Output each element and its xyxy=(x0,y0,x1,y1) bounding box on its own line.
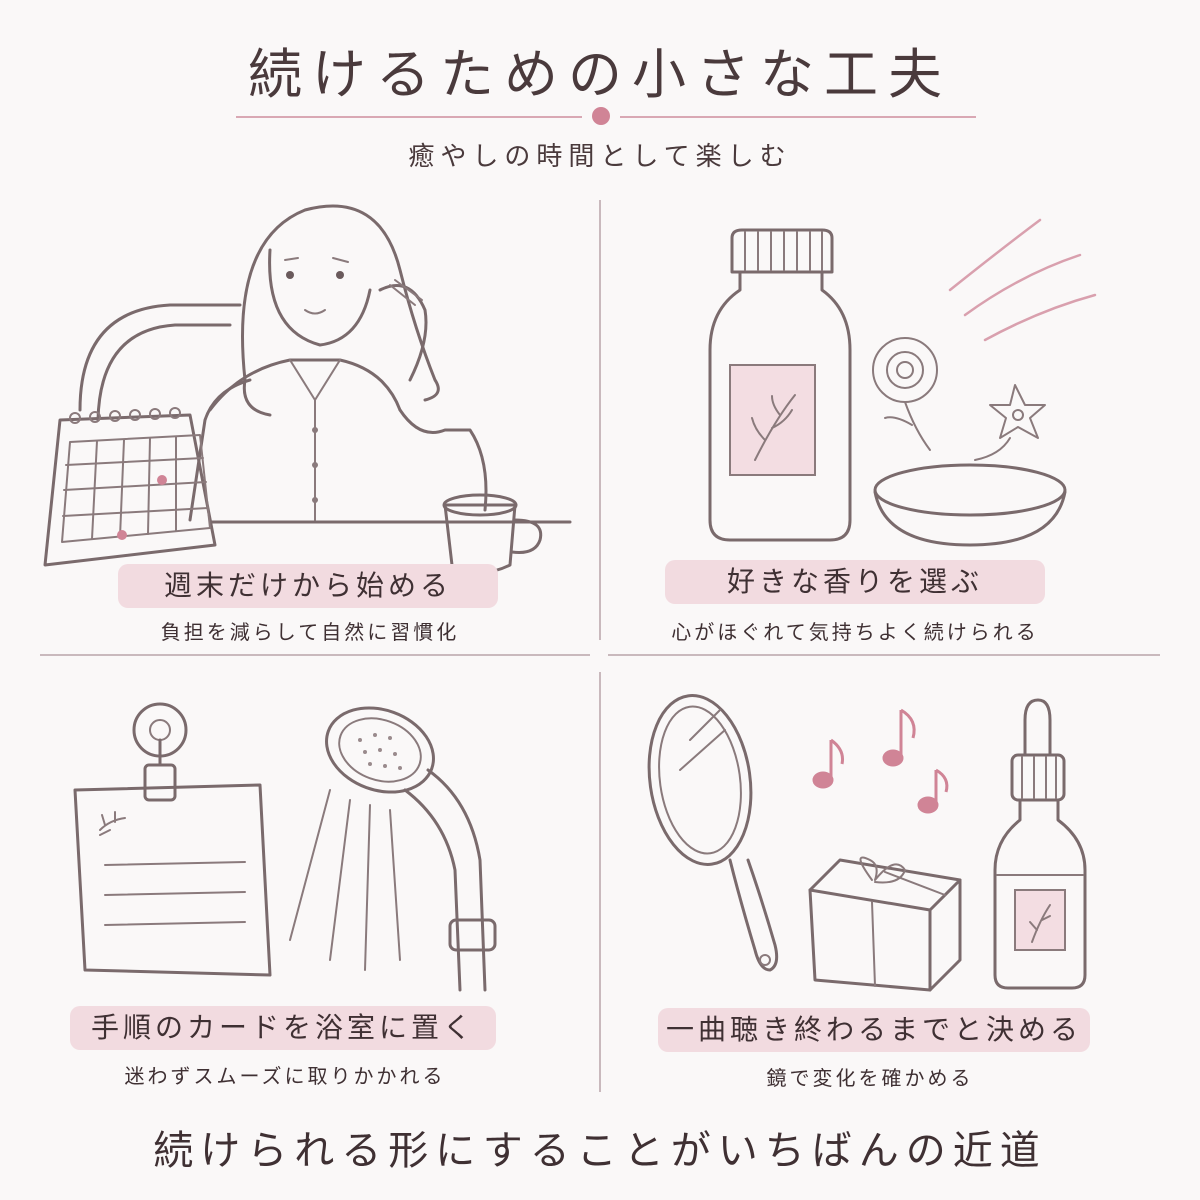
panel-3-caption: 迷わずスムーズに取りかかれる xyxy=(124,1064,446,1088)
grid-divider-horizontal-left xyxy=(40,654,590,656)
grid-divider-vertical-bottom xyxy=(599,672,601,1092)
grid-divider-vertical-top xyxy=(599,200,601,640)
title-divider-dot xyxy=(592,107,610,125)
panel-1-label: 週末だけから始める xyxy=(118,564,498,608)
panel-1-caption: 負担を減らして自然に習慣化 xyxy=(160,620,460,644)
panel-2-caption: 心がほぐれて気持ちよく続けられる xyxy=(671,620,1039,644)
panel-4-caption: 鏡で変化を確かめる xyxy=(766,1066,974,1090)
page-subtitle: 癒やしの時間として楽しむ xyxy=(408,142,792,172)
page-title: 続けるための小さな工夫 xyxy=(248,43,952,106)
mirror-music-illustration xyxy=(647,694,1087,992)
panel-3-label: 手順のカードを浴室に置く xyxy=(70,1006,496,1050)
aroma-bottle-illustration xyxy=(708,218,1097,547)
title-divider-right xyxy=(620,116,976,118)
grid-divider-horizontal-right xyxy=(608,654,1160,656)
panel-2-label: 好きな香りを選ぶ xyxy=(665,560,1045,604)
bathroom-card-illustration xyxy=(73,702,497,992)
panel-4-label: 一曲聴き終わるまでと決める xyxy=(658,1008,1090,1052)
woman-with-calendar-illustration xyxy=(43,204,572,574)
title-divider-left xyxy=(236,116,582,118)
footer-message: 続けられる形にすることがいちばんの近道 xyxy=(153,1128,1047,1174)
